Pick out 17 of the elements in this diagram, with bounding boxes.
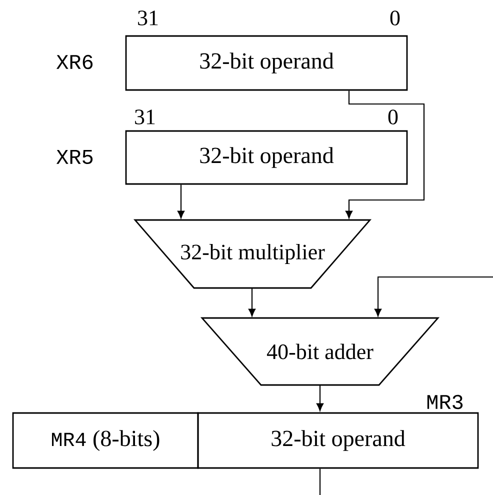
- register-box: 32-bit operand: [197, 412, 479, 469]
- arrow: [374, 276, 493, 316]
- register-box: 32-bit operand: [125, 35, 408, 91]
- bit-index: 31: [135, 110, 155, 124]
- register-label: XR6: [56, 54, 93, 70]
- register-box: MR4 (8-bits): [12, 412, 199, 469]
- bit-index: 0: [388, 110, 398, 124]
- register-label: XR5: [56, 150, 93, 164]
- bit-index: 0: [390, 10, 400, 26]
- register-label: MR3: [427, 394, 463, 410]
- bit-index: 31: [138, 10, 158, 26]
- arrow: [316, 385, 324, 411]
- arrow: [346, 90, 425, 218]
- register-box: 32-bit operand: [125, 130, 408, 185]
- line: [319, 468, 321, 495]
- arrow: [248, 288, 256, 316]
- arrow: [178, 184, 184, 218]
